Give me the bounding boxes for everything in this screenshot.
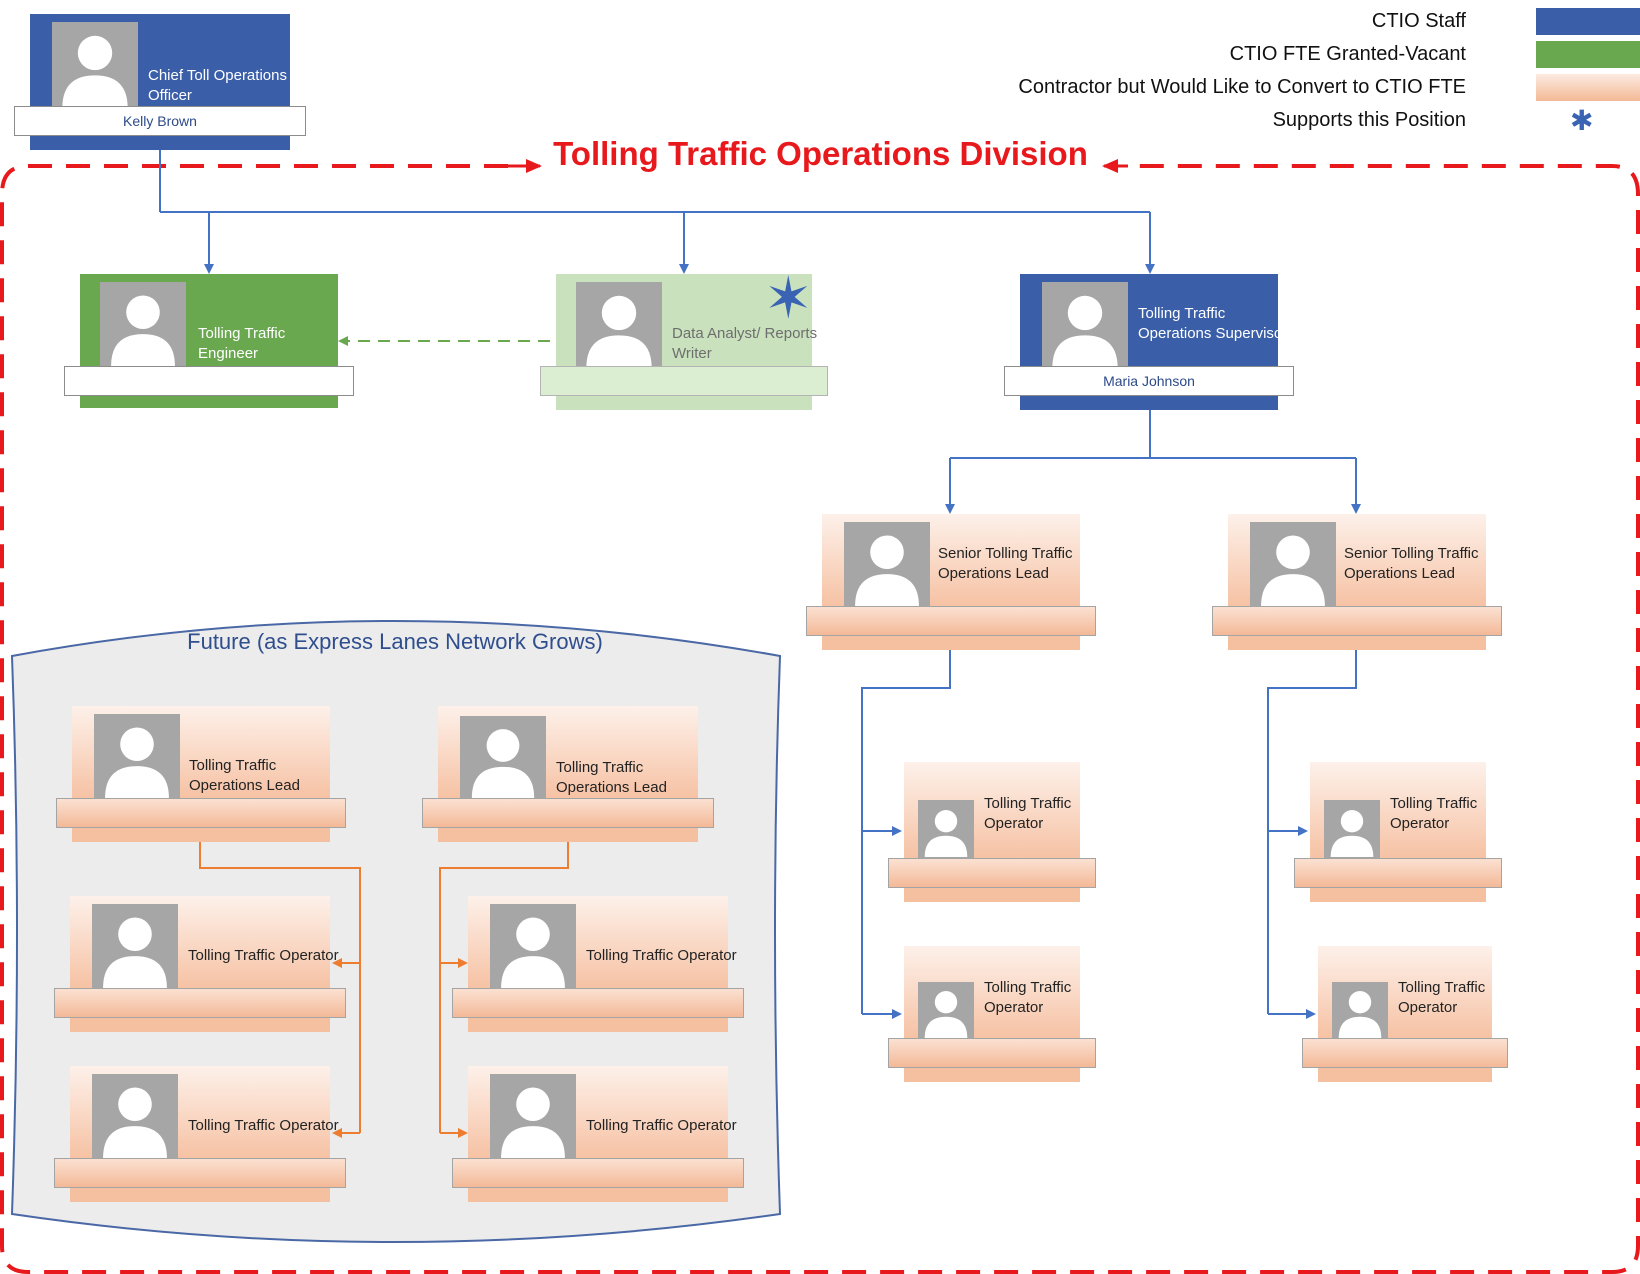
avatar-icon [490,904,576,988]
position-title: Tolling Traffic Operator [1398,979,1486,1016]
position-holder-name: Maria Johnson [1103,373,1195,389]
position-title: Tolling Traffic Operator [586,1117,737,1134]
position-future-operator-3[interactable]: Tolling Traffic Operator [54,1066,346,1202]
position-future-operator-2[interactable]: Tolling Traffic Operator [452,896,744,1032]
position-future-operator-1[interactable]: Tolling Traffic Operator [54,896,346,1032]
position-data-analyst[interactable]: Data Analyst/ Reports Writer ✶ [540,270,828,410]
supports-star-icon: ✶ [764,266,813,331]
position-future-lead-1[interactable]: Tolling Traffic Operations Lead [56,706,346,842]
legend-label-fte-vacant: CTIO FTE Granted-Vacant [1229,43,1466,65]
avatar-icon [490,1074,576,1158]
position-holder-name: Kelly Brown [123,113,197,129]
legend-label-supports: Supports this Position [1272,109,1466,131]
legend-swatch-fte-vacant [1536,41,1640,68]
legend-swatch-contractor [1536,74,1640,101]
avatar-icon [52,22,138,108]
position-title: Tolling Traffic Operations Lead [556,759,667,796]
position-future-lead-2[interactable]: Tolling Traffic Operations Lead [422,706,714,842]
position-future-operator-4[interactable]: Tolling Traffic Operator [452,1066,744,1202]
position-title: Tolling Traffic Operations Supervisor [1138,305,1288,342]
avatar-icon [1042,282,1128,368]
division-title: Tolling Traffic Operations Division [553,135,1088,172]
avatar-icon [918,982,974,1038]
avatar-icon [100,282,186,366]
legend-label-contractor: Contractor but Would Like to Convert to … [1018,76,1466,98]
avatar-icon [1332,982,1388,1038]
position-operator-1[interactable]: Tolling Traffic Operator [888,762,1096,902]
position-chief[interactable]: Chief Toll Operations Officer Kelly Brow… [14,14,306,150]
position-operator-2[interactable]: Tolling Traffic Operator [888,946,1096,1082]
avatar-icon [460,716,546,798]
avatar-icon [92,904,178,988]
legend-swatch-ctio-staff [1536,8,1640,35]
position-operator-3[interactable]: Tolling Traffic Operator [1294,762,1502,902]
position-title: Tolling Traffic Operations Lead [189,757,300,794]
position-title: Tolling Traffic Engineer [198,325,286,362]
position-senior-lead-2[interactable]: Senior Tolling Traffic Operations Lead [1212,514,1502,650]
position-title: Senior Tolling Traffic Operations Lead [938,545,1073,582]
position-title: Chief Toll Operations Officer [148,67,287,104]
future-group-title: Future (as Express Lanes Network Grows) [187,629,603,654]
avatar-icon [844,522,930,606]
position-title: Tolling Traffic Operator [984,979,1072,1016]
position-title: Tolling Traffic Operator [586,947,737,964]
avatar-icon [94,714,180,798]
position-title: Tolling Traffic Operator [984,795,1072,832]
position-title: Data Analyst/ Reports Writer [672,325,818,362]
avatar-icon [918,800,974,858]
avatar-icon [1324,800,1380,858]
position-title: Tolling Traffic Operator [188,1117,339,1134]
position-title: Tolling Traffic Operator [188,947,339,964]
position-supervisor[interactable]: Tolling Traffic Operations Supervisor Ma… [1004,274,1294,410]
position-operator-4[interactable]: Tolling Traffic Operator [1302,946,1508,1082]
position-engineer[interactable]: Tolling Traffic Engineer [64,274,354,408]
position-senior-lead-1[interactable]: Senior Tolling Traffic Operations Lead [806,514,1096,650]
asterisk-icon: ✱ [1570,105,1594,136]
avatar-icon [1250,522,1336,606]
legend-label-ctio-staff: CTIO Staff [1371,10,1466,32]
position-title: Senior Tolling Traffic Operations Lead [1344,545,1479,582]
position-title: Tolling Traffic Operator [1390,795,1478,832]
avatar-icon [92,1074,178,1158]
avatar-icon [576,282,662,368]
